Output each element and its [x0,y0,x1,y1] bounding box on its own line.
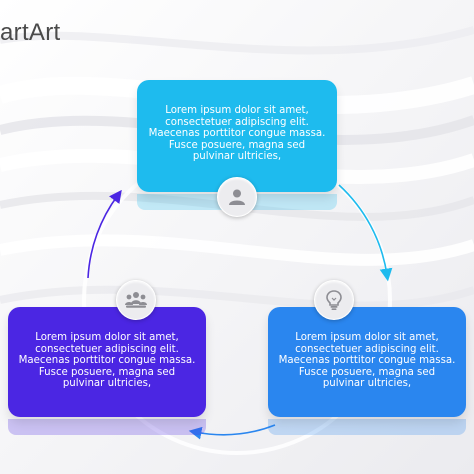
card-left-line: consectetuer adipiscing elit. [35,343,179,355]
card-right-line: Fusce posuere, magna sed [298,366,436,378]
card-right-line: pulvinar ultricies, [322,378,412,390]
card-top-line: pulvinar ultricies, [192,151,282,163]
card-top-line: consectetuer adipiscing elit. [165,116,309,128]
user-icon [229,189,245,205]
lightbulb-icon-badge [314,280,354,320]
card-top: Lorem ipsum dolor sit amet, consectetuer… [137,80,337,192]
card-left-line: Maecenas porttitor congue massa. [18,355,196,367]
user-icon-badge [217,177,257,217]
card-left-line: Fusce posuere, magna sed [38,366,176,378]
card-left-reflection [8,419,206,435]
card-right-reflection [268,419,466,435]
card-left-line: Lorem ipsum dolor sit amet, [35,332,179,343]
card-right: Lorem ipsum dolor sit amet, consectetuer… [268,307,466,417]
people-group-icon-badge [116,280,156,320]
card-top-line: Maecenas porttitor congue massa. [148,128,326,140]
card-top-line: Fusce posuere, magna sed [168,139,306,151]
card-right-line: Lorem ipsum dolor sit amet, [295,332,439,343]
card-top-line: Lorem ipsum dolor sit amet, [165,105,309,116]
arrow-right-to-left [188,424,276,440]
people-group-icon [125,292,147,308]
arrow-left-to-top [87,189,122,279]
arrow-top-to-right [338,184,393,282]
card-left: Lorem ipsum dolor sit amet, consectetuer… [8,307,206,417]
card-right-line: Maecenas porttitor congue massa. [278,355,456,367]
lightbulb-icon [326,290,342,310]
page-title: artArt [0,19,61,46]
card-right-line: consectetuer adipiscing elit. [295,343,439,355]
card-left-line: pulvinar ultricies, [62,378,152,390]
